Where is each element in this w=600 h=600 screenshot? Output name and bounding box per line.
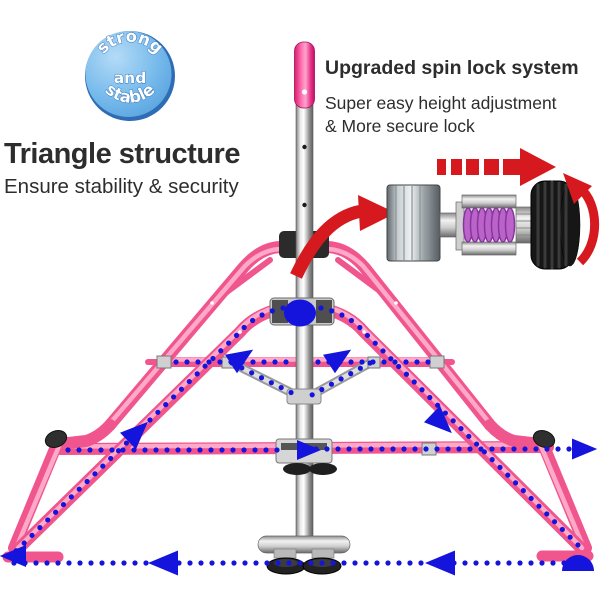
- lock-spring: [462, 207, 516, 243]
- bracket-pad: [283, 463, 311, 475]
- callout-arrow: [290, 195, 396, 279]
- right-hinge-cap: [532, 430, 556, 448]
- arrow-right-edge: [572, 438, 598, 460]
- grip-hole: [301, 89, 308, 95]
- pole-base-tube: [257, 535, 351, 554]
- slide-arrow: [437, 148, 556, 186]
- direction-arrows: [0, 299, 598, 576]
- lock-shaft: [439, 212, 459, 238]
- badge-text-middle: and: [114, 69, 147, 87]
- threaded-collar: [515, 206, 532, 244]
- left-annotation-title: Triangle structure: [4, 138, 240, 170]
- lock-cylinder: [386, 184, 441, 262]
- left-elbow: [54, 419, 116, 450]
- adjustment-hole: [302, 144, 307, 150]
- apex-marker-ellipse: [284, 299, 316, 327]
- arrow-left-floor: [148, 550, 178, 576]
- bracket-pad: [309, 463, 337, 475]
- lock-knob: [530, 180, 581, 270]
- lower-bracket: [275, 438, 337, 475]
- left-annotation-subtitle: Ensure stability & security: [4, 175, 239, 198]
- right-annotation-line1: Super easy height adjustment: [325, 93, 557, 113]
- joint-fitting: [429, 355, 445, 369]
- spring-housing-bottom: [461, 241, 517, 256]
- pink-grip-cap: [294, 41, 315, 109]
- rotate-arrow: [563, 173, 600, 266]
- spring-housing-top: [461, 194, 517, 209]
- right-elbow: [484, 419, 546, 450]
- adjustment-hole: [302, 202, 307, 208]
- arrow-left-floor: [425, 550, 455, 576]
- right-annotation-line2: & More secure lock: [325, 116, 475, 136]
- strong-stable-badge: strong and stable: [85, 26, 175, 121]
- joint-fitting: [156, 355, 172, 369]
- corner-dome-marker: [562, 555, 594, 571]
- left-hinge-cap: [44, 430, 68, 448]
- right-annotation-title: Upgraded spin lock system: [325, 57, 579, 79]
- spin-lock-mechanism: [386, 148, 600, 270]
- red-arrow-head: [358, 195, 396, 231]
